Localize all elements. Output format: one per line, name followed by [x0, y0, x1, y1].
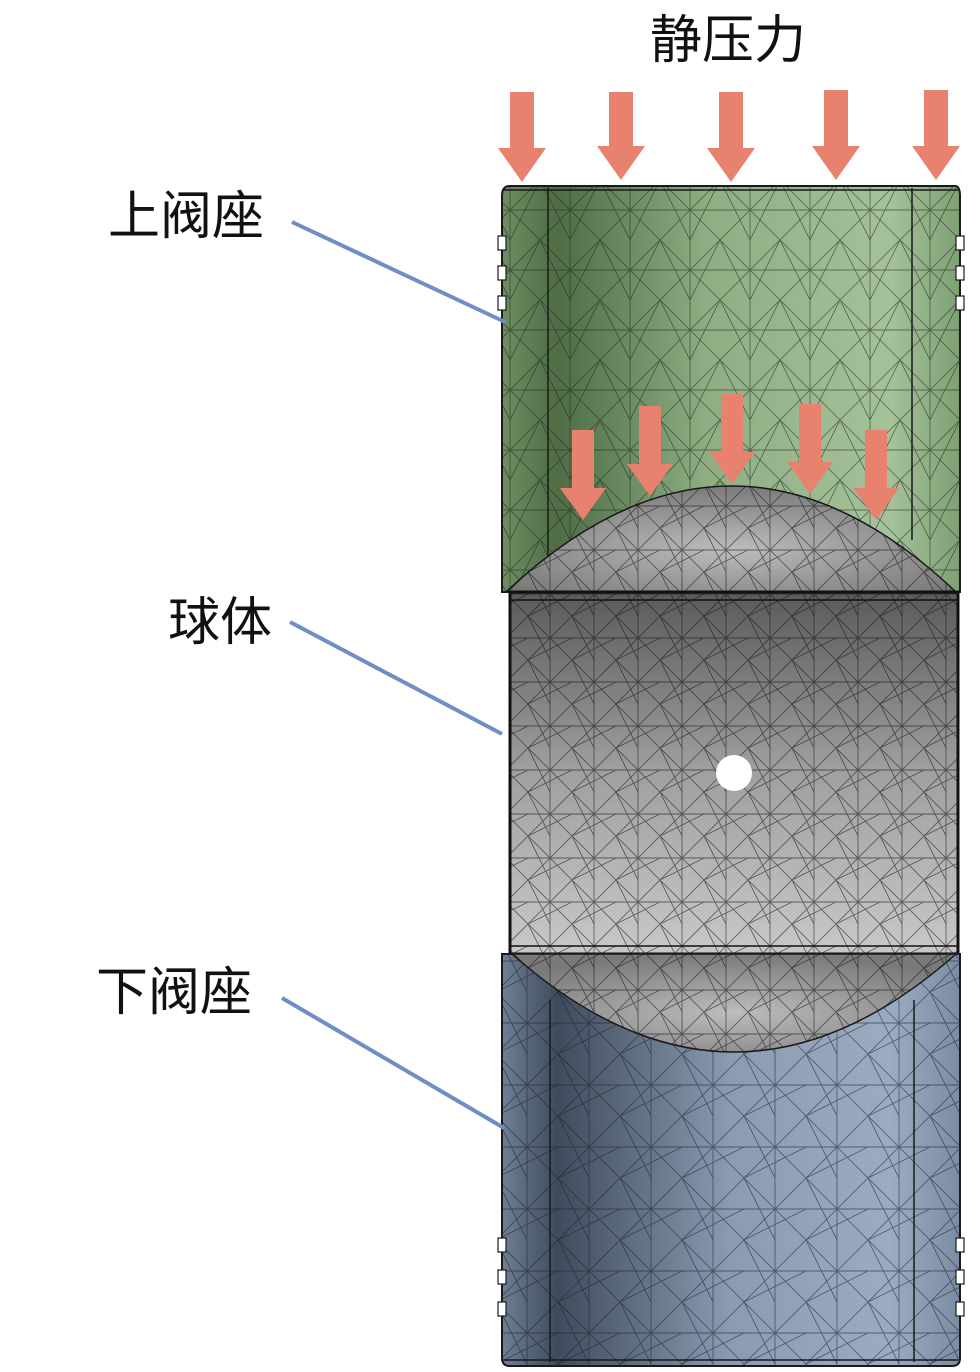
pressure-arrow-down	[498, 92, 546, 182]
upper-seat-leader	[291, 220, 506, 324]
label-upper-seat: 上阀座	[108, 187, 506, 324]
pressure-arrow-down	[707, 92, 755, 182]
pressure-arrow-down	[597, 92, 645, 180]
lower-seat-label: 下阀座	[96, 963, 252, 1023]
pressure-arrow-down	[912, 90, 960, 180]
ball-leader	[289, 620, 503, 736]
label-lower-seat: 下阀座	[96, 963, 506, 1130]
lower-seat	[497, 953, 965, 1367]
inner-pressure-arrow-down	[787, 404, 833, 494]
upper-seat-label: 上阀座	[108, 187, 264, 247]
inner-pressure-arrow-down	[627, 406, 673, 496]
inner-pressure-arrow-down	[853, 430, 899, 520]
top-pressure-arrows	[498, 90, 960, 182]
inner-pressure-arrow-down	[709, 394, 755, 484]
ball-top-cap	[504, 485, 958, 593]
label-ball: 球体	[168, 593, 503, 736]
title-static-pressure: 静压力	[650, 11, 806, 71]
ball-body	[508, 590, 960, 956]
ball-center-hole	[716, 755, 752, 791]
ball-bottom-cap	[510, 953, 958, 1053]
ball-label: 球体	[168, 593, 272, 653]
pressure-arrow-down	[812, 90, 860, 180]
inner-pressure-arrows	[560, 394, 899, 520]
lower-seat-leader	[280, 996, 506, 1130]
inner-pressure-arrow-down	[560, 430, 606, 520]
